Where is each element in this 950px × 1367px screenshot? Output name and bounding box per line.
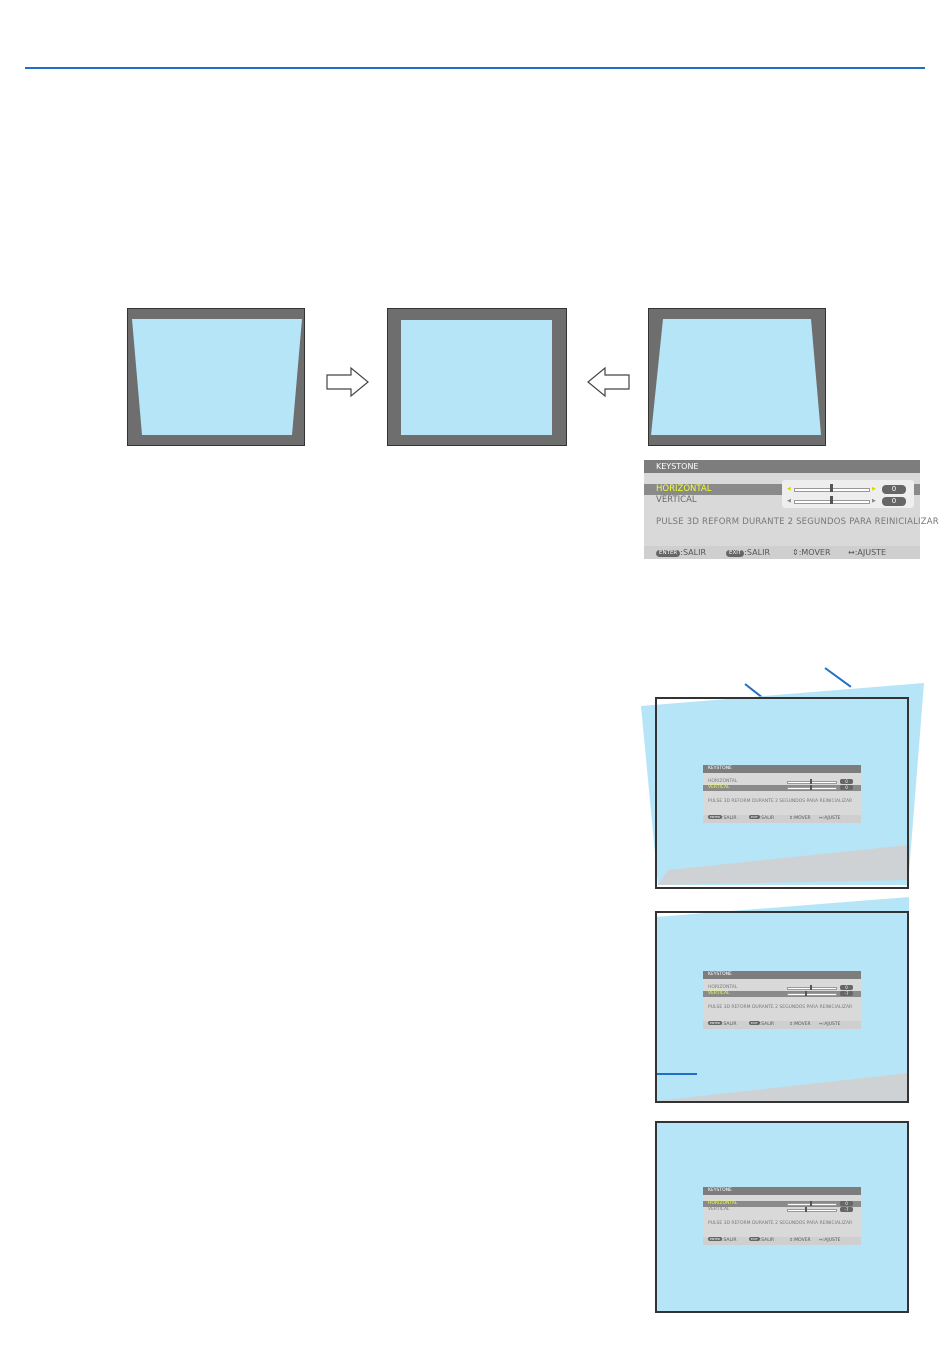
screen-frame-step-2: [655, 911, 909, 1103]
menu-row-label: VERTICAL: [656, 495, 697, 505]
keystone-frame-right: [648, 308, 826, 446]
keystone-image-right: [651, 319, 821, 435]
keystone-image-left: [132, 319, 302, 435]
footer-label: :SALIR: [721, 1022, 737, 1027]
footer-label: :SALIR: [721, 816, 737, 821]
right-arrow-icon: [325, 366, 371, 398]
keystone-menu: KEYSTONE HORIZONTAL VERTICAL ◀ ▶ 0 ◀ ▶ 0…: [644, 460, 939, 559]
keystone-image-center: [401, 320, 552, 435]
horizontal-slider-knob[interactable]: [830, 484, 833, 492]
enter-key-icon: ENTER: [708, 1237, 722, 1241]
footer-label: :SALIR: [759, 816, 775, 821]
vertical-slider-knob[interactable]: [810, 785, 812, 790]
menu-row-vertical[interactable]: VERTICAL: [703, 991, 861, 997]
horizontal-slider[interactable]: [787, 1203, 837, 1206]
vertical-slider[interactable]: [787, 1209, 837, 1212]
menu-row-label: VERTICAL: [708, 991, 730, 996]
horizontal-slider[interactable]: [787, 987, 837, 990]
keystone-frame-center: [387, 308, 567, 446]
horizontal-value: 0: [840, 985, 853, 990]
menu-footer: ENTER:SALIR EXIT:SALIR ⇕:MOVER ↔:AJUSTE: [703, 1237, 861, 1245]
enter-key-icon: ENTER: [708, 1021, 722, 1025]
menu-row-vertical[interactable]: VERTICAL: [644, 495, 920, 506]
callout-line: [657, 1073, 697, 1075]
keystone-menu-step-1: KEYSTONE HORIZONTAL VERTICAL 0 0 PULSE 3…: [703, 765, 861, 823]
footer-label: :SALIR: [680, 548, 707, 557]
menu-row-label: VERTICAL: [708, 1207, 730, 1212]
menu-row-label: HORIZONTAL: [708, 985, 738, 990]
vertical-value: -7: [840, 991, 853, 996]
exit-key-icon: EXIT: [749, 1237, 760, 1241]
keystone-frame-left: [127, 308, 305, 446]
menu-row-horizontal[interactable]: HORIZONTAL: [703, 1201, 861, 1207]
vertical-slider[interactable]: [787, 787, 837, 790]
reset-message: PULSE 3D REFORM DURANTE 2 SEGUNDOS PARA …: [708, 799, 853, 804]
keystone-menu-step-2: KEYSTONE HORIZONTAL VERTICAL 0 -7 PULSE …: [703, 971, 861, 1029]
reset-message: PULSE 3D REFORM DURANTE 2 SEGUNDOS PARA …: [708, 1221, 853, 1226]
menu-row-vertical[interactable]: VERTICAL: [703, 785, 861, 791]
enter-key-icon: ENTER: [656, 550, 681, 557]
vertical-slider-knob[interactable]: [830, 496, 833, 504]
vertical-value: -7: [840, 1207, 853, 1212]
exit-key-icon: EXIT: [749, 1021, 760, 1025]
horizontal-slider[interactable]: [787, 781, 837, 784]
vertical-slider[interactable]: [787, 993, 837, 996]
footer-exit: EXIT:SALIR: [726, 546, 770, 559]
footer-move: ⇕:MOVER: [792, 548, 831, 557]
footer-move: ⇕:MOVER: [789, 816, 811, 821]
vertical-slider-knob[interactable]: [805, 1207, 807, 1212]
horizontal-value: 0: [840, 1201, 853, 1206]
footer-enter: ENTER:SALIR: [656, 546, 706, 559]
menu-row-label: VERTICAL: [708, 785, 730, 790]
exit-key-icon: EXIT: [726, 550, 745, 557]
menu-footer: ENTER:SALIR EXIT:SALIR ⇕:MOVER ↔:AJUSTE: [703, 1021, 861, 1029]
menu-row-horizontal[interactable]: HORIZONTAL: [703, 985, 861, 991]
menu-footer: ENTER:SALIR EXIT:SALIR ⇕:MOVER ↔:AJUSTE: [703, 815, 861, 823]
menu-title: KEYSTONE: [703, 765, 861, 773]
menu-footer: ENTER:SALIR EXIT:SALIR ⇕:MOVER ↔:AJUSTE: [644, 546, 920, 559]
horizontal-slider-knob[interactable]: [810, 779, 812, 784]
vertical-value: 0: [840, 785, 853, 790]
footer-label: :SALIR: [721, 1238, 737, 1243]
reset-message: PULSE 3D REFORM DURANTE 2 SEGUNDOS PARA …: [708, 1005, 853, 1010]
menu-row-label: HORIZONTAL: [656, 484, 712, 494]
menu-row-label: HORIZONTAL: [708, 1201, 738, 1206]
menu-title: KEYSTONE: [703, 1187, 861, 1195]
menu-row-label: HORIZONTAL: [708, 779, 738, 784]
triangle-left-icon[interactable]: ◀: [787, 486, 791, 492]
reset-message: PULSE 3D REFORM DURANTE 2 SEGUNDOS PARA …: [656, 517, 939, 527]
triangle-left-icon[interactable]: ◀: [787, 498, 791, 504]
footer-adjust: ↔:AJUSTE: [819, 1238, 841, 1243]
footer-adjust: ↔:AJUSTE: [819, 1022, 841, 1027]
footer-adjust: ↔:AJUSTE: [848, 548, 887, 557]
screen-frame-step-1: [655, 697, 909, 889]
keystone-menu-step-3: KEYSTONE HORIZONTAL VERTICAL 0 -7 PULSE …: [703, 1187, 861, 1245]
footer-label: :SALIR: [759, 1022, 775, 1027]
footer-adjust: ↔:AJUSTE: [819, 816, 841, 821]
horizontal-slider-knob[interactable]: [810, 1201, 812, 1206]
menu-row-horizontal[interactable]: HORIZONTAL: [703, 779, 861, 785]
header-rule: [25, 67, 925, 69]
vertical-value: 0: [882, 497, 906, 506]
footer-label: :SALIR: [744, 548, 771, 557]
triangle-right-icon[interactable]: ▶: [872, 498, 876, 504]
menu-row-vertical[interactable]: VERTICAL: [703, 1207, 861, 1213]
vertical-slider-knob[interactable]: [805, 991, 807, 996]
footer-label: :SALIR: [759, 1238, 775, 1243]
horizontal-slider-knob[interactable]: [810, 985, 812, 990]
footer-move: ⇕:MOVER: [789, 1238, 811, 1243]
keystone-menu-title: KEYSTONE: [644, 460, 920, 473]
footer-move: ⇕:MOVER: [789, 1022, 811, 1027]
triangle-right-icon[interactable]: ▶: [872, 486, 876, 492]
left-arrow-icon: [585, 366, 631, 398]
exit-key-icon: EXIT: [749, 815, 760, 819]
horizontal-value: 0: [882, 485, 906, 494]
enter-key-icon: ENTER: [708, 815, 722, 819]
menu-title: KEYSTONE: [703, 971, 861, 979]
horizontal-value: 0: [840, 779, 853, 784]
